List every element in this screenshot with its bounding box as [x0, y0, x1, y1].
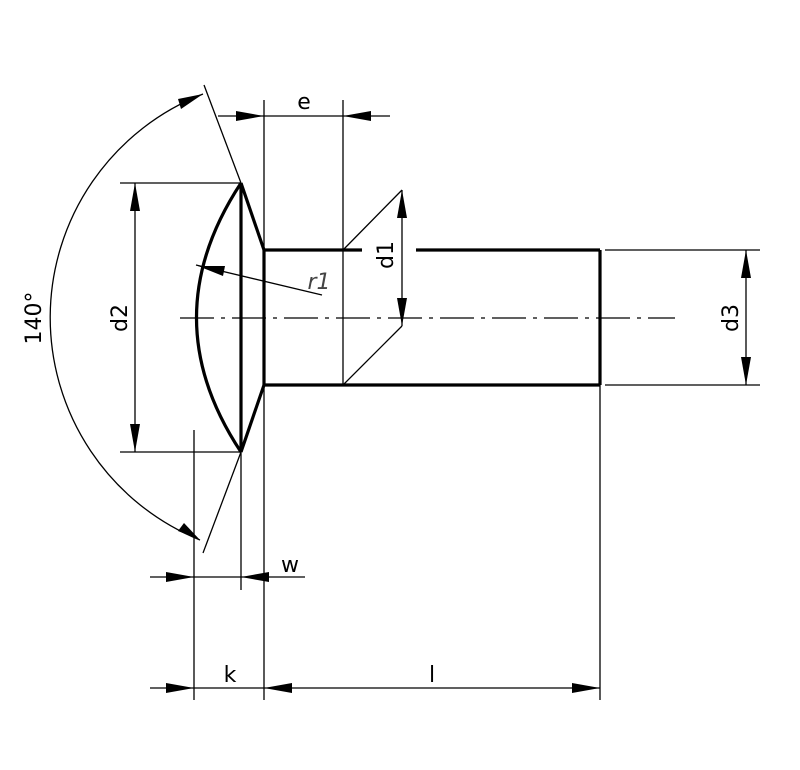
bore-cone-upper: [342, 189, 403, 251]
label-w: w: [281, 553, 299, 578]
label-d2: d2: [108, 304, 133, 332]
angle-arrow-lower: [178, 523, 200, 540]
bore-lines: [342, 100, 407, 386]
label-d1: d1: [374, 241, 399, 269]
k-arrow-left: [166, 683, 194, 693]
d3-dimension: [605, 249, 760, 386]
e-arrow-right: [343, 111, 371, 121]
label-angle: 140°: [22, 292, 47, 345]
label-e: e: [297, 90, 311, 115]
d2-dimension: [120, 182, 241, 453]
kl-arrow-shared: [264, 683, 292, 693]
w-dimension: [150, 572, 305, 582]
angle-dimension: [49, 84, 242, 554]
e-arrow-left: [236, 111, 264, 121]
chamfer-top: [239, 182, 266, 251]
d1-arrow-top: [397, 190, 407, 218]
label-r1: r1: [307, 270, 330, 295]
w-arrow-left: [166, 572, 194, 582]
l-arrow-right: [572, 683, 600, 693]
d2-arrow-top: [130, 183, 140, 211]
label-k: k: [224, 663, 237, 688]
d3-arrow-bottom: [741, 357, 751, 385]
kl-dimension: [150, 683, 600, 693]
bore-cone-lower: [342, 325, 403, 386]
r1-arrow: [198, 266, 225, 276]
label-l: l: [429, 663, 435, 688]
angle-ext-upper: [203, 84, 242, 184]
r1-radius: [195, 264, 323, 296]
rivet-outline: [194, 182, 602, 453]
angle-arrow-upper: [178, 94, 203, 109]
d1-arrow-bottom: [397, 298, 407, 326]
label-d3: d3: [719, 304, 744, 332]
e-dimension: [218, 100, 390, 250]
angle-arc: [49, 93, 204, 541]
d2-arrow-bottom: [130, 424, 140, 452]
w-arrow-right: [241, 572, 269, 582]
head-dome: [194, 182, 243, 453]
angle-ext-lower: [202, 451, 242, 554]
d3-arrow-top: [741, 250, 751, 278]
chamfer-bottom: [239, 384, 266, 453]
